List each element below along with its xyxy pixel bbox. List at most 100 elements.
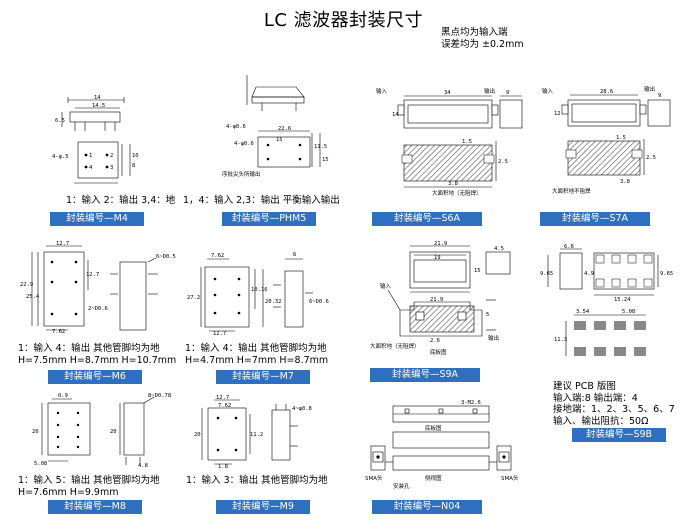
dim: 2~D0.6 (88, 306, 108, 312)
dim: 2.5 (646, 155, 656, 161)
dim: 14 (392, 112, 399, 118)
dim-label: 大面积地不阻焊 (552, 187, 591, 195)
s9b-drawing: 6.6 4.9 9.65 9.65 15.24 3.54 5.08 11.3 (540, 244, 673, 356)
dim-label: 侧视图 (425, 474, 442, 482)
dim: 15 (322, 157, 329, 163)
desc-line: H=7.6mm H=9.9mm (18, 486, 119, 498)
dim: 4.8 (138, 463, 148, 469)
desc-line: 1：输入 5：输出 其他管脚均为地 (18, 475, 160, 486)
desc-line: H=4.7mm H=7mm H=8.7mm (185, 354, 329, 366)
package-button-s6a[interactable]: 封装编号—S6A (372, 212, 482, 226)
m8-drawing: 20 5.08 8~D0.78 20 4.8 0.9 (32, 393, 171, 469)
package-button-s9a[interactable]: 封装编号—S9A (370, 368, 480, 382)
dim-label: SMA头 (365, 474, 383, 482)
dim: 5 (486, 312, 489, 318)
dim-label: 大面积地（无阻焊） (432, 189, 482, 197)
dim: 20 (110, 429, 117, 435)
pin-label: 1 (89, 153, 92, 159)
package-button-m7[interactable]: 封装编号—M7 (216, 370, 310, 384)
notes: 黑点均为输入端 误差均为 ±0.2mm (441, 27, 524, 51)
pin-label: 2 (110, 153, 113, 159)
dim: 21.9 (434, 241, 447, 247)
dim: 9.65 (540, 271, 553, 277)
m9-drawing: 12.7 7.62 20 4~φ0.8 11.2 1.8 (194, 395, 312, 470)
dim: 28.6 (600, 89, 613, 95)
package-desc: 1：输入 2：输出 3,4：地 (66, 195, 176, 206)
dim: 7.62 (211, 253, 224, 259)
dim: 4.9 (584, 271, 594, 277)
dim: 4.5 (494, 246, 504, 252)
dim: 2.6 (430, 338, 440, 344)
dim: 20.32 (265, 299, 282, 305)
m7-drawing: 7.62 27.2 10.16 20.32 12.7 6~D0.6 6 (187, 252, 329, 337)
package-button-s9b[interactable]: 封装编号—S9B (572, 428, 666, 442)
package-desc: 1：输入 5：输出 其他管脚均为地 H=7.6mm H=9.9mm (18, 475, 160, 498)
dim: 1.5 (462, 139, 472, 145)
pin-label: 4 (89, 165, 93, 171)
dim-label: 安装孔 (393, 482, 410, 490)
m6-drawing: 12.7 22.9 25.4 12.7 7.62 2~D0.6 6~D0.5 (20, 241, 176, 335)
pin-label: 输入 (542, 87, 554, 95)
package-button-n04[interactable]: 封装编号—N04 (372, 500, 482, 514)
dim: 8 (132, 163, 135, 169)
dim: 20 (194, 432, 201, 438)
dim: 4-φ.5 (52, 154, 69, 160)
dim: 8~D0.78 (148, 393, 171, 399)
dim: 11.5 (314, 144, 327, 150)
s7a-drawing: 输入 输出 28.6 12 9 1.5 2.5 3.8 大面积地不阻焊 (542, 85, 671, 195)
dim: 5.08 (622, 309, 635, 315)
dim-label: 序批尖头所输出 (222, 170, 261, 178)
dim: 6.5 (55, 118, 65, 124)
dim: 11.3 (554, 337, 567, 343)
dim: 20 (32, 429, 39, 435)
dim: 12.7 (86, 272, 99, 278)
dim-label: 底板图 (425, 424, 442, 432)
dim: 1.5 (616, 135, 626, 141)
desc-line: 接地端：1、2、3、5、6、7 (553, 404, 675, 415)
package-button-s7a[interactable]: 封装编号—S7A (540, 212, 650, 226)
dim-label: SMA头 (501, 474, 519, 482)
package-button-phm5[interactable]: 封装编号—PHM5 (222, 212, 316, 226)
dim: 1.8 (218, 464, 228, 470)
dim: 6~D0.6 (309, 299, 329, 305)
dim: 19 (434, 255, 441, 261)
dim: 4~φ0.8 (292, 406, 312, 412)
package-desc: 1：输入 3：输出 其他管脚均为地 (186, 475, 328, 486)
dim: 21.9 (430, 297, 443, 303)
desc-line: 建议 PCB 版图 (553, 381, 616, 392)
dim: 6 (293, 252, 296, 258)
dim: 34 (444, 90, 451, 96)
dim: 12.7 (56, 241, 69, 247)
s9a-drawing: 21.9 21.9 19 4.5 15 5 2.6 输入 大面积地（无阻焊） 底… (370, 241, 511, 356)
dim: 14 (94, 95, 101, 101)
dim: 22.9 (20, 282, 33, 288)
dim: 5.08 (34, 461, 47, 467)
dim: 27.2 (187, 295, 200, 301)
package-desc: 1：输入 4：输出 其他管脚均为地 H=7.5mm H=8.7mm H=10.7… (18, 343, 176, 366)
dim: 15 (276, 137, 283, 143)
desc-line: H=7.5mm H=8.7mm H=10.7mm (18, 354, 177, 366)
dim-label: 底板图 (430, 348, 447, 356)
phm5-drawing: 4-φ0.6 4-φ0.6 22.6 15 11.5 15 序批尖头所输出 (222, 75, 329, 178)
dim: 12 (554, 111, 561, 117)
dim: 15 (474, 268, 481, 274)
pin-label: 输出 (488, 334, 499, 342)
n04-drawing: 3-M2.6 底板图 侧视图 SMA头 SMA头 安装孔 (365, 400, 519, 490)
dim: 9 (506, 90, 509, 96)
package-button-m4[interactable]: 封装编号—M4 (50, 212, 144, 226)
dim: 3.54 (576, 309, 590, 315)
dim: 9.65 (660, 271, 673, 277)
dim: 6~D0.5 (156, 254, 176, 260)
package-desc: 建议 PCB 版图 输入端:8 输出端：4 接地端：1、2、3、5、6、7 输入… (553, 381, 675, 427)
s6a-drawing: 输入 输出 34 14 9 1.5 2.5 3.8 大面积地（无阻焊） (376, 87, 523, 197)
desc-line: 输入端:8 输出端：4 (553, 392, 638, 404)
dim: 9 (658, 93, 661, 99)
pin-label: 输入 (380, 282, 392, 290)
pin-label: 输出 (484, 87, 495, 95)
dim: 14.5 (92, 103, 105, 109)
dim: 12.7 (216, 395, 229, 401)
package-button-m8[interactable]: 封装编号—M8 (48, 500, 142, 514)
package-button-m6[interactable]: 封装编号—M6 (48, 370, 142, 384)
package-button-m9[interactable]: 封装编号—M9 (216, 500, 310, 514)
dim: 3.8 (620, 179, 630, 185)
